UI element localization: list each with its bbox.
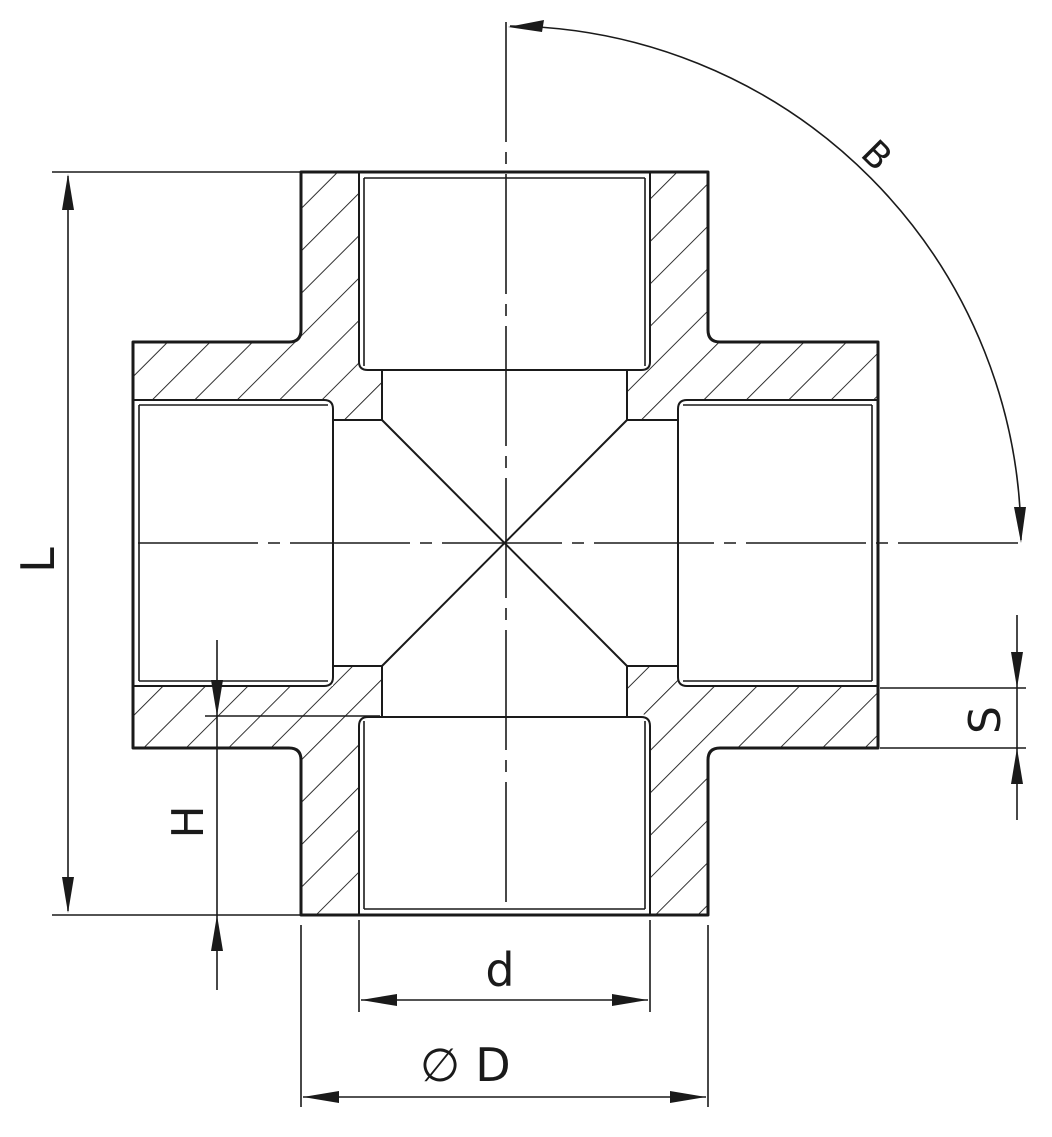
wall-label: S <box>960 706 1011 734</box>
angle-label: B <box>853 133 899 179</box>
center-lines <box>138 22 1028 905</box>
dimension-wall: S <box>880 615 1026 820</box>
length-label: L <box>11 547 65 573</box>
depth-label: H <box>163 805 214 838</box>
bore-label: d <box>485 943 514 997</box>
dimension-outer-diameter: ∅ D <box>300 925 709 1107</box>
dimension-length: L <box>11 171 301 916</box>
fitting-outer-contour <box>131 170 880 917</box>
dimension-bore: d <box>358 920 651 1012</box>
wall-hatching <box>133 172 878 915</box>
dimension-depth: H <box>163 640 380 990</box>
outer-diameter-label: D <box>475 1038 510 1092</box>
outer-diameter-symbol: ∅ <box>420 1038 460 1092</box>
